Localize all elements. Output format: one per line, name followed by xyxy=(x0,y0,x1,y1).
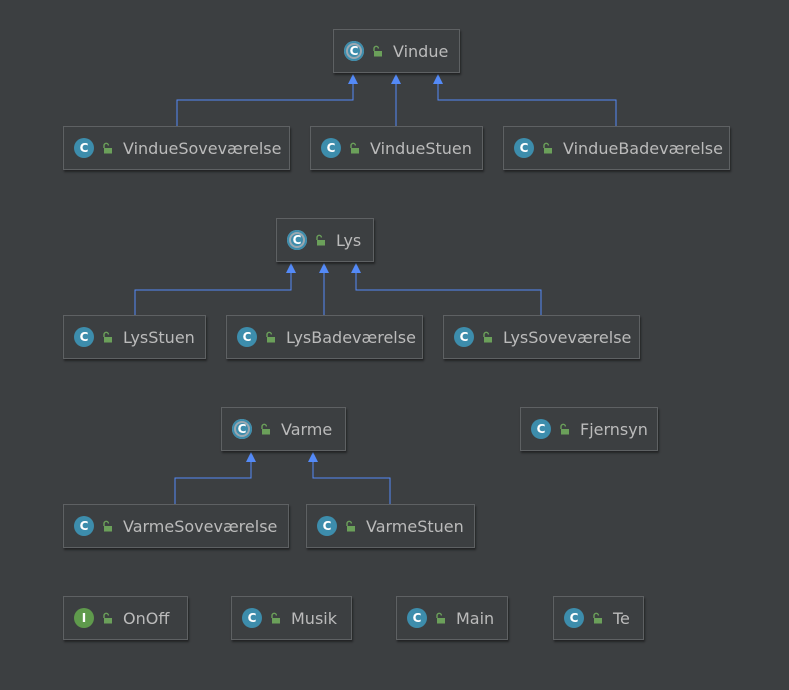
class-node-main[interactable]: C Main xyxy=(396,596,508,640)
class-icon: C xyxy=(321,138,341,158)
class-name-label: LysStuen xyxy=(123,327,195,347)
generalization-arrowhead xyxy=(391,74,401,84)
class-node-lys[interactable]: C Lys xyxy=(276,218,374,262)
generalization-arrowhead xyxy=(433,74,443,84)
generalization-arrowhead xyxy=(348,74,358,84)
generalization-arrowhead xyxy=(351,263,361,273)
public-visibility-icon xyxy=(266,331,275,343)
class-icon: C xyxy=(74,138,94,158)
generalization-arrowhead xyxy=(246,452,256,462)
class-name-label: VindueSoveværelse xyxy=(123,138,282,158)
class-node-varme-sovevaerelse[interactable]: C VarmeSoveværelse xyxy=(63,504,289,548)
class-icon: C xyxy=(237,327,257,347)
class-name-label: Vindue xyxy=(393,41,449,61)
generalization-arrowhead xyxy=(319,263,329,273)
class-icon: C xyxy=(564,608,584,628)
class-node-te[interactable]: C Te xyxy=(553,596,644,640)
public-visibility-icon xyxy=(593,612,602,624)
public-visibility-icon xyxy=(560,423,569,435)
public-visibility-icon xyxy=(271,612,280,624)
class-node-vindue-sovevaerelse[interactable]: C VindueSoveværelse xyxy=(63,126,290,170)
abstract-class-icon: C xyxy=(287,230,307,250)
abstract-class-icon: C xyxy=(344,41,364,61)
class-name-label: Musik xyxy=(291,608,337,628)
interface-icon: I xyxy=(74,608,94,628)
public-visibility-icon xyxy=(316,234,325,246)
inheritance-edge-vindue-badevaerelse xyxy=(433,74,617,126)
public-visibility-icon xyxy=(346,520,355,532)
class-node-varme-stuen[interactable]: C VarmeStuen xyxy=(306,504,475,548)
class-name-label: VarmeStuen xyxy=(366,516,464,536)
class-node-vindue[interactable]: C Vindue xyxy=(333,29,460,73)
generalization-arrowhead xyxy=(286,263,296,273)
class-name-label: VindueStuen xyxy=(370,138,472,158)
class-node-fjernsyn[interactable]: C Fjernsyn xyxy=(520,407,658,451)
class-node-varme[interactable]: C Varme xyxy=(221,407,346,451)
public-visibility-icon xyxy=(373,45,382,57)
class-name-label: VarmeSoveværelse xyxy=(123,516,278,536)
class-icon: C xyxy=(407,608,427,628)
class-icon: C xyxy=(74,327,94,347)
class-name-label: Varme xyxy=(281,419,333,439)
inheritance-edge-vindue-stuen xyxy=(391,74,401,126)
public-visibility-icon xyxy=(103,612,112,624)
public-visibility-icon xyxy=(261,423,270,435)
class-icon: C xyxy=(531,419,551,439)
class-name-label: Fjernsyn xyxy=(580,419,648,439)
inheritance-edge-lys-badevaerelse xyxy=(319,263,329,315)
class-node-vindue-badevaerelse[interactable]: C VindueBadeværelse xyxy=(503,126,730,170)
class-icon: C xyxy=(242,608,262,628)
inheritance-edge-varme-sovevaerelse xyxy=(174,452,256,504)
class-node-vindue-stuen[interactable]: C VindueStuen xyxy=(310,126,483,170)
class-node-lys-stuen[interactable]: C LysStuen xyxy=(63,315,206,359)
class-name-label: Main xyxy=(456,608,495,628)
public-visibility-icon xyxy=(103,520,112,532)
class-name-label: LysBadeværelse xyxy=(286,327,416,347)
public-visibility-icon xyxy=(350,142,359,154)
inheritance-edge-varme-stuen xyxy=(308,452,391,504)
public-visibility-icon xyxy=(103,142,112,154)
public-visibility-icon xyxy=(103,331,112,343)
class-name-label: OnOff xyxy=(123,608,170,628)
class-node-lys-badevaerelse[interactable]: C LysBadeværelse xyxy=(226,315,423,359)
class-icon: C xyxy=(454,327,474,347)
public-visibility-icon xyxy=(543,142,552,154)
class-icon: C xyxy=(514,138,534,158)
class-name-label: LysSoveværelse xyxy=(503,327,632,347)
class-node-lys-sovevaerelse[interactable]: C LysSoveværelse xyxy=(443,315,640,359)
inheritance-edge-lys-sovevaerelse xyxy=(351,263,542,315)
class-name-label: Te xyxy=(613,608,630,628)
class-icon: C xyxy=(317,516,337,536)
abstract-class-icon: C xyxy=(232,419,252,439)
class-name-label: VindueBadeværelse xyxy=(563,138,723,158)
generalization-arrowhead xyxy=(308,452,318,462)
class-icon: C xyxy=(74,516,94,536)
class-node-on-off[interactable]: I OnOff xyxy=(63,596,188,640)
inheritance-edge-lys-stuen xyxy=(134,263,296,315)
public-visibility-icon xyxy=(483,331,492,343)
public-visibility-icon xyxy=(436,612,445,624)
class-name-label: Lys xyxy=(336,230,362,250)
class-node-musik[interactable]: C Musik xyxy=(231,596,352,640)
inheritance-edge-vindue-sovevaerelse xyxy=(176,74,358,126)
